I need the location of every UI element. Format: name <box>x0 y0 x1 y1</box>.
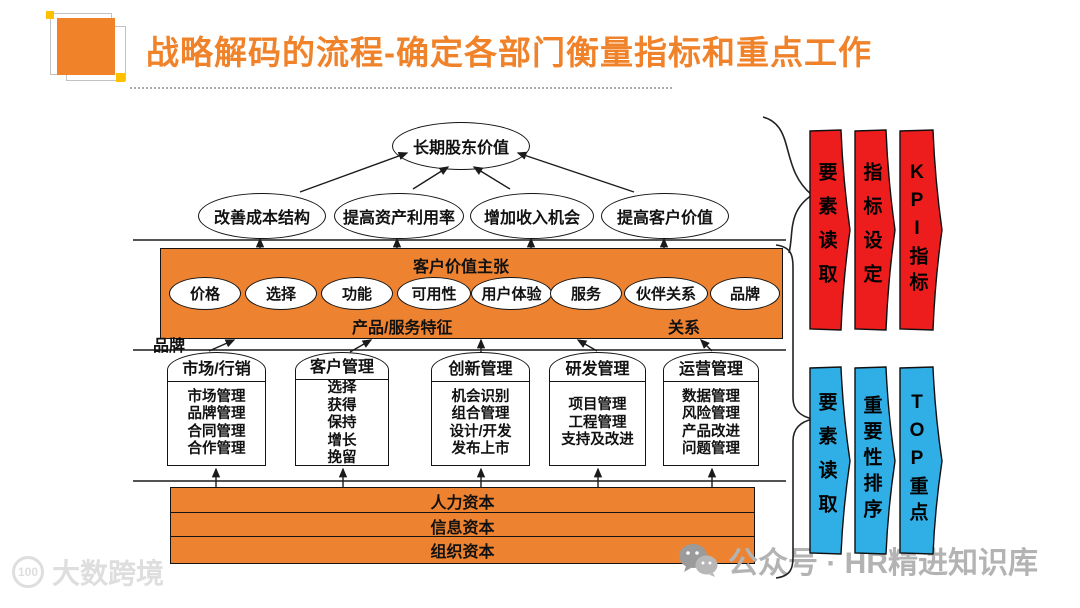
value-attribute-ellipse: 价格 <box>169 277 241 310</box>
arrow-goal-1 <box>299 151 409 193</box>
financial-goal-ellipse: 改善成本结构 <box>198 193 326 239</box>
capital-bar-information: 信息资本 <box>170 511 755 540</box>
process-box-title: 运营管理 <box>664 353 758 382</box>
process-box-items: 市场管理 品牌管理 合同管理 合作管理 <box>168 382 265 465</box>
process-item: 挽留 <box>327 450 357 466</box>
red-step-label: 要素读取 <box>815 162 837 298</box>
process-box-title: 创新管理 <box>432 353 529 382</box>
process-item: 支持及改进 <box>561 432 634 449</box>
process-item: 项目管理 <box>568 397 627 414</box>
title-accent-square <box>57 18 115 75</box>
process-item: 市场管理 <box>187 388 246 405</box>
process-box-items: 数据管理 风险管理 产品改进 问题管理 <box>664 382 758 465</box>
arrow-process-4 <box>576 339 598 352</box>
process-item: 选择 <box>327 380 357 396</box>
process-box-innovation: 创新管理 机会识别 组合管理 设计/开发 发布上市 <box>431 352 530 466</box>
process-item: 工程管理 <box>568 414 627 431</box>
title-handle-square-top <box>46 11 54 19</box>
process-box-title: 市场/行销 <box>168 353 265 382</box>
blue-step-label: TOP重点 <box>906 392 928 528</box>
process-item: 合作管理 <box>187 441 246 457</box>
process-box-customer: 客户管理 选择 获得 保持 增长 挽留 <box>295 352 389 466</box>
band-header: 客户价值主张 <box>413 259 510 276</box>
band-corner-label: 品牌 <box>153 338 186 355</box>
process-item: 组合管理 <box>451 406 510 422</box>
top-goal-ellipse: 长期股东价值 <box>392 122 530 170</box>
band-group-left-label: 产品/服务特征 <box>352 320 453 337</box>
arrow-process-5 <box>700 339 713 352</box>
red-step-label: KPI指标 <box>906 162 928 298</box>
arrow-process-2 <box>349 339 373 353</box>
value-attribute-ellipse: 用户体验 <box>471 277 552 310</box>
logo-badge-icon: 100 <box>12 556 44 588</box>
process-item: 保持 <box>327 415 357 431</box>
arrow-goal-2 <box>412 166 450 190</box>
process-box-items: 项目管理 工程管理 支持及改进 <box>550 382 645 465</box>
bottom-left-watermark: 100 大数跨境 <box>12 552 164 592</box>
process-item: 风险管理 <box>682 406 740 422</box>
arrow-process-1 <box>208 339 236 352</box>
financial-goal-ellipse: 提高资产利用率 <box>334 193 464 239</box>
process-box-title: 客户管理 <box>296 353 388 380</box>
logo-text: 大数跨境 <box>52 558 165 589</box>
process-item: 数据管理 <box>682 388 740 405</box>
value-attribute-ellipse: 功能 <box>321 277 393 310</box>
red-step-label: 指标设定 <box>860 162 882 298</box>
brace-top <box>762 116 814 254</box>
arrow-goal-4 <box>516 151 635 193</box>
process-item: 问题管理 <box>682 441 740 457</box>
financial-goal-ellipse: 提高客户价值 <box>601 193 729 239</box>
process-box-rnd: 研发管理 项目管理 工程管理 支持及改进 <box>549 352 646 466</box>
capital-bar-organization: 组织资本 <box>170 536 755 564</box>
arrow-goal-3 <box>472 166 511 190</box>
process-item: 机会识别 <box>451 388 510 405</box>
title-dotted-rule <box>130 87 672 89</box>
blue-step-label: 要素读取 <box>815 392 837 528</box>
process-box-operations: 运营管理 数据管理 风险管理 产品改进 问题管理 <box>663 352 759 466</box>
process-item: 发布上市 <box>451 441 510 457</box>
blue-step-label: 重要性排序 <box>860 395 882 525</box>
process-item: 增长 <box>327 432 357 449</box>
process-item: 获得 <box>327 397 357 414</box>
process-item: 合同管理 <box>187 423 246 440</box>
process-item: 设计/开发 <box>449 423 512 440</box>
process-box-items: 机会识别 组合管理 设计/开发 发布上市 <box>432 382 529 465</box>
value-attribute-ellipse: 可用性 <box>397 277 471 310</box>
value-attribute-ellipse: 服务 <box>550 277 622 310</box>
process-item: 产品改进 <box>682 423 740 440</box>
financial-goal-ellipse: 增加收入机会 <box>470 193 594 239</box>
page-title: 战略解码的流程-确定各部门衡量指标和重点工作 <box>146 34 872 71</box>
value-attribute-ellipse: 伙伴关系 <box>624 277 708 310</box>
wechat-icon <box>679 544 718 577</box>
process-box-marketing: 市场/行销 市场管理 品牌管理 合同管理 合作管理 <box>167 352 266 466</box>
process-box-title: 研发管理 <box>550 353 645 382</box>
band-group-right-label: 关系 <box>668 320 701 337</box>
capital-bar-human: 人力资本 <box>170 487 755 515</box>
process-item: 品牌管理 <box>187 406 246 422</box>
process-box-items: 选择 获得 保持 增长 挽留 <box>296 380 388 468</box>
value-attribute-ellipse: 选择 <box>245 277 317 310</box>
title-handle-square-bottom <box>116 73 125 82</box>
value-attribute-ellipse: 品牌 <box>710 277 780 310</box>
